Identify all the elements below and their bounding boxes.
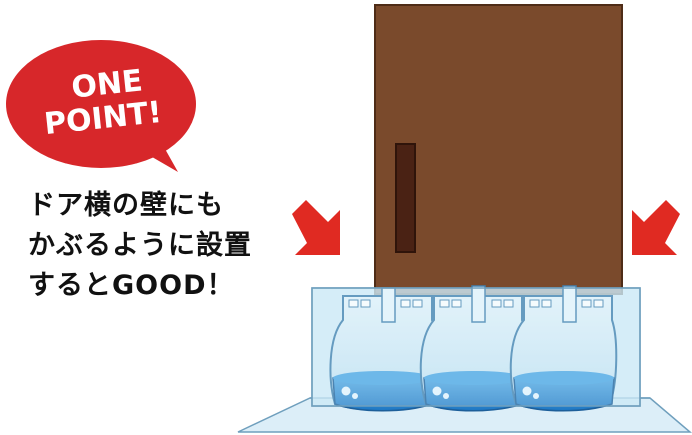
water-bag-3 <box>509 285 618 412</box>
door-handle <box>395 143 416 253</box>
tip-line-1: ドア横の壁にも <box>28 190 224 221</box>
door <box>374 4 623 295</box>
tip-line-3: するとGOOD！ <box>28 270 235 301</box>
water-bag-1 <box>329 287 438 412</box>
bag-container-front <box>311 287 641 407</box>
arrow-down-right-icon <box>292 200 340 255</box>
water-bag-2 <box>419 285 528 412</box>
tip-line-2: かぶるように設置 <box>28 230 252 261</box>
speech-bubble-icon <box>6 40 196 168</box>
one-point-badge: ONE POINT! <box>6 40 196 172</box>
tip-text: ドア横の壁にも かぶるように設置 するとGOOD！ <box>28 186 288 306</box>
badge-line-1: ONE <box>70 63 144 105</box>
arrow-down-left-icon <box>632 200 680 255</box>
